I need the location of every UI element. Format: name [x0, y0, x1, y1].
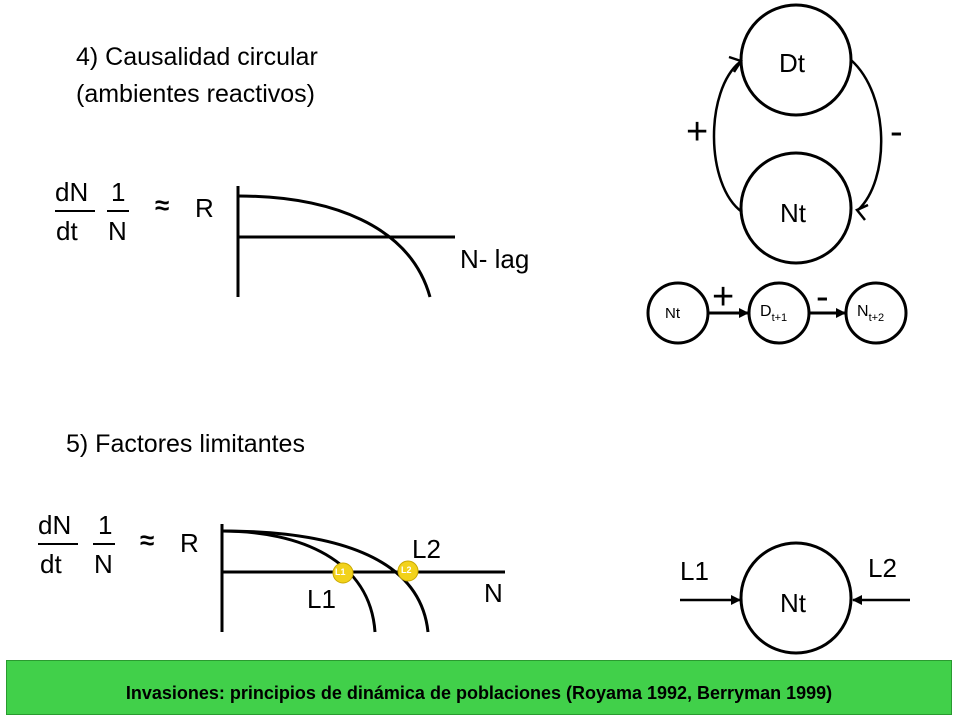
- loop-arrow-right: [850, 59, 883, 211]
- formula4-dN: dN: [55, 177, 89, 207]
- formula4-approx: ≈: [155, 190, 170, 220]
- graph5-curve-L1: [221, 529, 377, 633]
- chain-minus-sign: -: [816, 276, 829, 318]
- chain-plus-sign: +: [712, 276, 735, 318]
- formula5-dN: dN: [38, 510, 72, 540]
- formula5-approx: ≈: [140, 525, 155, 555]
- section4-title-line1: 4) Causalidad circular: [76, 43, 318, 71]
- formula5-N: N: [94, 549, 113, 579]
- formula4-one: 1: [111, 177, 126, 207]
- marker-L1-label: L1: [335, 567, 346, 577]
- limiting-right-label: L2: [868, 553, 897, 583]
- loop-arrow-left-head: [728, 55, 743, 73]
- curve5-label-L1: L1: [307, 584, 336, 614]
- chain-node-Nt2-base: N: [857, 303, 869, 320]
- formula5-one: 1: [98, 510, 113, 540]
- curve5-label-N: N: [484, 578, 503, 608]
- section4-title-line2: (ambientes reactivos): [76, 80, 315, 108]
- graph4: [236, 186, 455, 298]
- feedback-loop: [712, 3, 883, 265]
- chain-diagram: [646, 281, 908, 345]
- loop-minus-sign: -: [890, 111, 903, 153]
- chain-node-Nt2-sub: t+2: [868, 312, 885, 324]
- formula5-dt: dt: [40, 549, 62, 579]
- curve5-label-L2: L2: [412, 534, 441, 564]
- chain-node-Dt1-sub: t+1: [771, 312, 788, 324]
- formula4-fraction-bar-2: [107, 210, 129, 212]
- marker-L1: [332, 562, 354, 584]
- footer-banner: Invasiones: principios de dinámica de po…: [6, 660, 952, 715]
- chain-node-Dt1-label: Dt+1: [760, 303, 787, 324]
- chain-node-Nt2: [844, 281, 908, 345]
- formula4-N: N: [108, 216, 127, 246]
- curve4-label: N- lag: [460, 244, 530, 274]
- loop-arrow-left: [712, 61, 743, 214]
- formula4-dt: dt: [56, 216, 78, 246]
- formula4-R: R: [195, 193, 214, 223]
- footer-text: Invasiones: principios de dinámica de po…: [125, 683, 833, 703]
- graph4-n-lag-curve: [237, 194, 432, 298]
- formula4-fraction-bar-1: [55, 210, 95, 212]
- marker-L2-label: L2: [401, 565, 412, 575]
- formula5-fraction-bar-1: [38, 543, 78, 545]
- chain-node-Nt2-label: Nt+2: [857, 303, 884, 324]
- limiting-node-Nt-label: Nt: [780, 588, 806, 618]
- marker-L2: [397, 560, 419, 582]
- graph5-curve-L2: [221, 529, 430, 633]
- node-Dt-label: Dt: [779, 48, 805, 78]
- node-Nt-loop: [739, 151, 853, 265]
- limiting-left-label: L1: [680, 556, 709, 586]
- formula5-R: R: [180, 528, 199, 558]
- chain-node-Nt-label: Nt: [665, 305, 680, 322]
- loop-arrow-right-head: [855, 203, 869, 221]
- section5-title: 5) Factores limitantes: [66, 430, 305, 458]
- limiting-diagram: [680, 541, 910, 655]
- formula5-fraction-bar-2: [93, 543, 115, 545]
- graph5: [220, 524, 505, 633]
- loop-plus-sign: +: [686, 111, 709, 153]
- limiting-node-Nt: [739, 541, 853, 655]
- chain-node-Dt1-base: D: [760, 303, 772, 320]
- node-Nt-loop-label: Nt: [780, 198, 806, 228]
